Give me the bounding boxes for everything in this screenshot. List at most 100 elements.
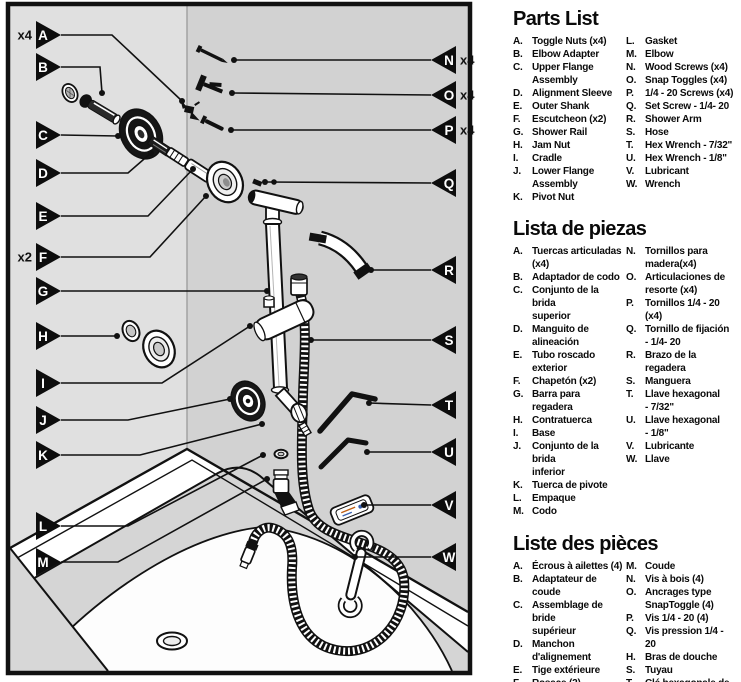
leader-dot-u <box>364 449 370 455</box>
parts-list-item: A.Toggle Nuts (x4) <box>513 35 623 48</box>
parts-list-item: P.Vis 1/4 - 20 (4) <box>626 612 736 625</box>
item-key: M. <box>626 49 637 60</box>
item-text-line: Articulaciones de <box>645 272 725 283</box>
item-text-line: - 1/4- 20 <box>645 337 681 348</box>
parts-list-item: Q.Vis pression 1/4 - 20 <box>626 625 736 651</box>
item-text-line: Conjunto de la brida <box>532 285 599 309</box>
item-text-line: Llave <box>645 454 670 465</box>
item-text-line: Jam Nut <box>532 140 571 151</box>
parts-list-item: L.Empaque <box>513 492 623 505</box>
leader-line-l <box>61 454 264 527</box>
leader-dot-m <box>264 476 270 482</box>
flag-triangle-u <box>431 438 456 466</box>
item-key: H. <box>513 140 523 151</box>
item-key: N. <box>626 62 636 73</box>
item-key: D. <box>513 324 523 335</box>
item-text: Empaque <box>532 492 623 505</box>
parts-list-item: V.Lubricant <box>626 165 736 178</box>
parts-list-item: U.Llave hexagonal- 1/8" <box>626 414 736 440</box>
leader-dot-r <box>368 267 374 273</box>
item-text-line: Tubo roscado exterior <box>532 350 595 374</box>
item-text-line: Gasket <box>645 36 678 47</box>
flag-multiplier-o: x4 <box>460 88 475 103</box>
parts-list-item: T.Llave hexagonal- 7/32" <box>626 388 736 414</box>
item-key: I. <box>513 428 519 439</box>
label-g: G <box>36 277 270 305</box>
item-text-line: Hose <box>645 127 669 138</box>
item-text-line: Vis 1/4 - 20 (4) <box>645 613 709 624</box>
item-text: Écrous à ailettes (4) <box>532 560 623 573</box>
leader-dot-f <box>203 193 209 199</box>
item-text-line: superior <box>532 311 571 322</box>
item-key: K. <box>513 480 523 491</box>
leader-dot-d <box>148 150 154 156</box>
item-key: A. <box>513 246 523 257</box>
item-text-line: Outer Shank <box>532 101 590 112</box>
leader-dot-l <box>260 452 266 458</box>
item-text: Brazo de la regadera <box>645 349 736 375</box>
leader-line-c <box>60 134 119 137</box>
item-text: Elbow <box>645 48 736 61</box>
item-text-line: Rosace (2) <box>532 677 623 682</box>
item-key: H. <box>513 415 523 426</box>
flag-triangle-r <box>431 256 456 284</box>
item-text-line: Set Screw - 1/4- 20 <box>645 101 730 112</box>
item-text: Contratuerca <box>532 414 623 427</box>
item-text: Shower Rail <box>532 126 623 139</box>
part-lower-flange <box>230 380 266 422</box>
leader-dot-w <box>352 554 358 560</box>
flag-triangle-j <box>36 406 61 434</box>
item-key: F. <box>513 677 532 682</box>
item-key: V. <box>626 166 635 177</box>
parts-list-item: T.Hex Wrench - 7/32" <box>626 139 736 152</box>
item-key: G. <box>513 389 524 400</box>
leader-line-q <box>264 181 432 184</box>
leader-line-a <box>61 34 183 102</box>
leader-dot-s <box>308 337 314 343</box>
item-text: Elbow Adapter <box>532 48 623 61</box>
item-text-line: Coude <box>645 561 676 572</box>
label-e: E <box>36 166 196 230</box>
item-key: O. <box>626 272 637 283</box>
flag-letter-m: M <box>37 555 48 570</box>
flag-triangle-n <box>431 46 456 74</box>
item-text-line: Elbow <box>645 49 674 60</box>
item-text-line: supérieur <box>532 626 576 637</box>
flag-triangle-e <box>36 202 61 230</box>
item-text-line: resorte (x4) <box>645 285 698 296</box>
label-f: Fx2 <box>18 193 209 271</box>
item-key: A. <box>513 561 523 572</box>
item-text: Gasket <box>645 35 736 48</box>
parts-list-item: M. Elbow <box>626 48 736 61</box>
part-hex-wrench-732 <box>317 391 378 434</box>
item-text: Adaptador de codo <box>532 271 623 284</box>
item-text-line: Tornillo de fijación <box>645 324 730 335</box>
label-j: J <box>36 396 233 434</box>
parts-list-item: N.Vis à bois (4) <box>626 573 736 586</box>
item-key: S. <box>626 665 636 676</box>
item-key: D. <box>513 88 523 99</box>
parts-list-title: Liste des pièces <box>513 533 659 555</box>
item-text: Codo <box>532 505 623 518</box>
item-text-line: Brazo de la regadera <box>645 350 697 374</box>
item-text: Lubricante <box>645 440 736 453</box>
flag-letter-i: I <box>41 376 45 391</box>
item-key: T. <box>626 677 645 682</box>
item-text-line: Shower Arm <box>645 114 702 125</box>
parts-list-item: N.Wood Screws (x4) <box>626 61 736 74</box>
parts-list-column: A.Tuercas articuladas (x4)B.Adaptador de… <box>513 245 623 518</box>
leader-line-e <box>61 168 194 217</box>
item-text: Vis à bois (4) <box>645 573 736 586</box>
item-key: J. <box>513 166 521 177</box>
item-text: Hex Wrench - 1/8" <box>645 152 736 165</box>
item-text-line: Bras de douche <box>645 652 718 663</box>
item-text-line: Llave hexagonal <box>645 415 720 426</box>
item-text-line: Adaptador de codo <box>532 272 620 283</box>
flag-triangle-c <box>36 121 61 149</box>
